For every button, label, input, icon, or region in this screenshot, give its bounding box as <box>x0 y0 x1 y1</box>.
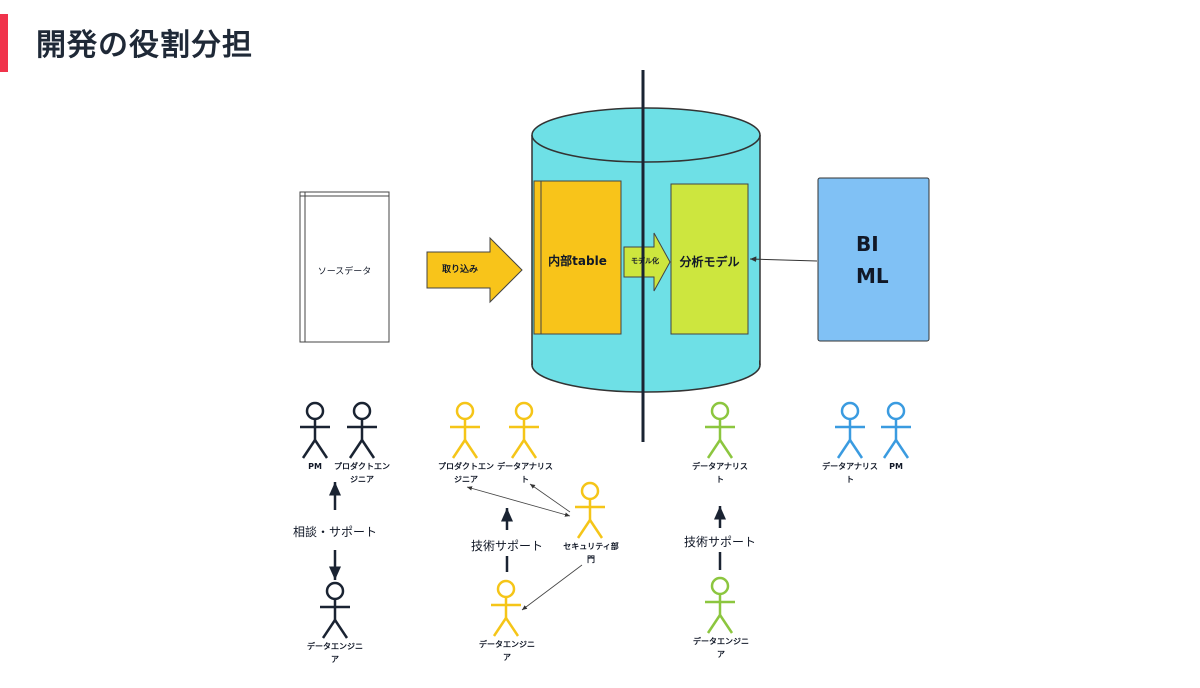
internal-table-box <box>533 180 622 335</box>
analysis-model-box <box>670 183 749 335</box>
data-analyst-label: データアナリスト <box>497 462 553 484</box>
product-engineer-label: プロダクトエンジニア <box>438 462 494 484</box>
tech-support-label: 技術サポート <box>683 535 756 549</box>
product-engineer-label: プロダクトエンジニア <box>334 462 390 484</box>
data-engineer-figure-icon <box>703 576 737 635</box>
data-analyst-label: データアナリスト <box>822 462 878 484</box>
consult-support-label: 相談・サポート <box>272 523 398 540</box>
pm-figure-icon <box>298 401 332 460</box>
data-engineer-label: データエンジニア <box>479 640 535 662</box>
bi-ml-box <box>817 177 930 342</box>
pm-label: PM <box>889 462 903 471</box>
data-analyst-figure-icon <box>703 401 737 460</box>
data-engineer-figure-icon <box>489 579 523 638</box>
product-engineer-figure-icon <box>345 401 379 460</box>
pm-figure-icon <box>879 401 913 460</box>
tech-support-label: 技術サポート <box>470 539 543 553</box>
pm-label: PM <box>308 462 322 471</box>
page-title: 開発の役割分担 <box>36 28 253 63</box>
bi-to-model-arrow <box>749 256 818 262</box>
data-analyst-figure-icon <box>833 401 867 460</box>
data-engineer-figure-icon <box>318 581 352 640</box>
title-accent-bar <box>0 14 8 72</box>
modeling-arrow <box>623 232 671 292</box>
modeling-arrow-label: モデル化 <box>631 257 659 265</box>
security-links <box>466 483 583 611</box>
data-engineer-label: データエンジニア <box>693 637 749 659</box>
product-engineer-figure-icon <box>448 401 482 460</box>
bi-label: BI <box>856 232 879 256</box>
security-dept-label: セキュリティ部門 <box>563 542 619 564</box>
data-engineer-label: データエンジニア <box>307 642 363 664</box>
ingest-arrow <box>426 236 523 304</box>
data-analyst-label: データアナリスト <box>692 462 748 484</box>
data-analyst-figure-icon <box>507 401 541 460</box>
security-dept-figure-icon <box>573 481 607 540</box>
source-data-document <box>299 191 390 343</box>
source-data-label: ソースデータ <box>317 267 372 277</box>
internal-table-label: 内部table <box>548 254 607 268</box>
analysis-model-label: 分析モデル <box>679 255 740 269</box>
ingest-arrow-label: 取り込み <box>441 265 478 275</box>
ml-label: ML <box>856 264 889 288</box>
